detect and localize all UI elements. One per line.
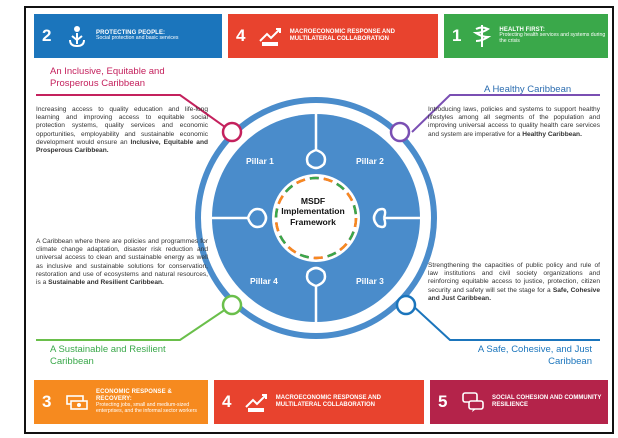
tile-subtitle: Social protection and basic services <box>96 35 179 42</box>
tile-title: MACROECONOMIC RESPONSE AND MULTILATERAL … <box>275 395 381 408</box>
framework-title: MSDF Implementation Framework <box>280 196 346 227</box>
paragraph-bold: Inclusive, Equitable and Prosperous Cari… <box>36 138 208 155</box>
pillar-3-label: Pillar 3 <box>356 276 384 286</box>
node-bottom-right <box>395 294 417 316</box>
heading-line: Caribbean <box>50 356 94 368</box>
paragraph-text: Strengthening the capacities of public p… <box>428 262 600 294</box>
framework-title-line3: Framework <box>290 216 336 227</box>
tile-title: SOCIAL COHESION AND COMMUNITY RESILIENCE <box>492 395 602 408</box>
connector-line-purple <box>411 94 600 133</box>
heading-healthy-caribbean: A Healthy Caribbean <box>484 84 571 96</box>
connector-line-green <box>36 304 233 341</box>
people-hands-icon <box>64 23 90 49</box>
connector-line-blue <box>411 304 600 341</box>
tile-title: MACROECONOMIC RESPONSE AND MULTILATERAL … <box>289 29 395 42</box>
node-top-left <box>221 121 243 143</box>
tile-number: 3 <box>42 392 52 411</box>
speech-bubbles-icon <box>460 389 486 415</box>
tile-subtitle: Protecting jobs, small and medium-sized … <box>96 401 197 414</box>
health-caduceus-icon <box>471 23 493 49</box>
paragraph-bold: Healthy Caribbean. <box>522 130 582 138</box>
tile-title: PROTECTING PEOPLE: <box>96 29 166 36</box>
paragraph-text: A Caribbean where there are policies and… <box>36 238 208 287</box>
heading-sustainable-caribbean: A Sustainable and Resilient Caribbean <box>50 344 166 369</box>
paragraph-text: Introducing laws, policies and systems t… <box>428 106 600 138</box>
center-dashed-ring-3 <box>274 176 358 260</box>
tile-health-first: 1 HEALTH FIRST: Protecting health servic… <box>444 14 608 58</box>
framework-title-line2: Implementation <box>281 206 345 217</box>
pillar-2-label: Pillar 2 <box>356 156 384 166</box>
puzzle-seam-vertical <box>305 114 327 322</box>
heading-line: An Inclusive, Equitable and <box>50 66 165 77</box>
heading-safe-caribbean: A Safe, Cohesive, and Just Caribbean <box>474 344 592 369</box>
paragraph-inclusive-caribbean: Increasing access to quality education a… <box>36 106 208 155</box>
puzzle-seam-horizontal <box>212 207 420 229</box>
tile-number: 2 <box>42 26 52 45</box>
tile-title: ECONOMIC RESPONSE & RECOVERY: <box>96 389 172 403</box>
pillar-1-label: Pillar 1 <box>246 156 274 166</box>
tile-title: HEALTH FIRST: <box>499 26 545 33</box>
center-dashed-ring-2 <box>274 176 358 260</box>
framework-title-line1: MSDF <box>300 196 326 206</box>
paragraph-sustainable-caribbean: A Caribbean where there are policies and… <box>36 238 208 287</box>
heading-line: Caribbean <box>548 356 592 368</box>
heading-line: A Safe, Cohesive, and Just <box>477 344 592 355</box>
tile-economic-response: 3 ECONOMIC RESPONSE & RECOVERY: Protecti… <box>34 380 208 424</box>
tile-protecting-people: 2 PROTECTING PEOPLE: Social protection a… <box>34 14 222 58</box>
paragraph-bold: Safe, Cohesive and Just Caribbean. <box>428 286 600 302</box>
growth-chart-icon <box>244 389 270 415</box>
heading-inclusive-caribbean: An Inclusive, Equitable and Prosperous C… <box>50 66 165 91</box>
node-top-right <box>389 121 411 143</box>
tile-social-cohesion: 5 SOCIAL COHESION AND COMMUNITY RESILIEN… <box>430 380 608 424</box>
money-stack-icon <box>64 389 90 415</box>
tile-number: 4 <box>222 392 232 411</box>
connector-line-pink <box>36 94 233 133</box>
growth-chart-icon <box>258 23 284 49</box>
tile-macroeconomic-bottom: 4 MACROECONOMIC RESPONSE AND MULTILATERA… <box>214 380 424 424</box>
heading-line: Prosperous Caribbean <box>50 78 146 90</box>
tile-number: 1 <box>452 26 462 45</box>
tile-macroeconomic-top: 4 MACROECONOMIC RESPONSE AND MULTILATERA… <box>228 14 438 58</box>
heading-line: A Healthy Caribbean <box>484 84 572 95</box>
node-bottom-left <box>221 294 243 316</box>
paragraph-healthy-caribbean: Introducing laws, policies and systems t… <box>428 106 600 139</box>
paragraph-bold: Sustainable and Resilient Caribbean. <box>48 279 164 287</box>
heading-line: A Sustainable and Resilient <box>50 344 166 355</box>
pillar-4-label: Pillar 4 <box>250 276 278 286</box>
paragraph-text: Increasing access to quality education a… <box>36 106 208 146</box>
tile-subtitle: Protecting health services and systems d… <box>499 32 606 45</box>
tile-number: 4 <box>236 26 246 45</box>
center-circle <box>272 174 360 262</box>
tile-number: 5 <box>438 392 448 411</box>
paragraph-safe-caribbean: Strengthening the capacities of public p… <box>428 262 600 303</box>
